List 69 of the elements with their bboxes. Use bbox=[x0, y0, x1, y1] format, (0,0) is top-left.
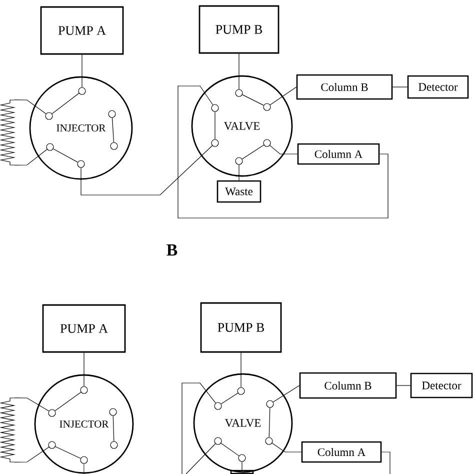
pump-box: PUMP A bbox=[42, 304, 126, 353]
port-circle bbox=[211, 139, 219, 147]
coil bbox=[0, 398, 16, 462]
connector-line bbox=[14, 446, 50, 462]
port-circle bbox=[108, 110, 116, 118]
connector-line bbox=[52, 93, 80, 114]
connector-line bbox=[238, 53, 240, 90]
port-circle bbox=[265, 437, 273, 445]
connector-line bbox=[272, 385, 300, 402]
port-circle bbox=[78, 87, 86, 95]
connector-line bbox=[268, 408, 270, 438]
port-circle bbox=[46, 143, 54, 151]
connector-line bbox=[53, 148, 78, 162]
port-circle bbox=[109, 408, 117, 416]
connector-line bbox=[54, 392, 82, 412]
connector-line bbox=[238, 164, 240, 181]
column-box: Column A bbox=[297, 143, 380, 165]
connector-line bbox=[270, 145, 298, 154]
connector-line bbox=[392, 86, 408, 88]
coil bbox=[0, 100, 16, 166]
connector-line bbox=[270, 86, 297, 106]
port-circle bbox=[45, 112, 53, 120]
connector-line bbox=[186, 443, 216, 474]
port-circle bbox=[110, 441, 118, 449]
connector-line bbox=[214, 112, 216, 140]
pump-box: PUMP A bbox=[40, 6, 124, 55]
pump-box: PUMP B bbox=[198, 5, 280, 54]
port-circle bbox=[48, 441, 56, 449]
port-circle bbox=[211, 104, 219, 112]
connector-line bbox=[396, 385, 411, 386]
connector-line bbox=[242, 94, 264, 106]
cut-off-box bbox=[230, 470, 254, 474]
port-circle bbox=[235, 89, 243, 97]
port-circle bbox=[77, 160, 85, 168]
port-circle bbox=[235, 157, 243, 165]
connector-line bbox=[14, 100, 46, 114]
connector-line bbox=[112, 118, 114, 143]
port-circle bbox=[237, 387, 245, 395]
port-circle bbox=[80, 456, 88, 464]
pump-box: PUMP B bbox=[200, 302, 282, 353]
port-circle bbox=[214, 402, 222, 410]
port-circle bbox=[263, 139, 271, 147]
connector-line bbox=[220, 442, 240, 456]
column-box: Column B bbox=[296, 74, 393, 100]
connector-line bbox=[14, 398, 50, 412]
connector-line bbox=[178, 86, 388, 218]
connector-line bbox=[14, 149, 48, 166]
port-circle bbox=[48, 409, 56, 417]
waste-box: Waste bbox=[216, 180, 262, 203]
port-circle bbox=[80, 386, 88, 394]
connector-line bbox=[80, 145, 213, 196]
port-circle bbox=[214, 437, 222, 445]
connector-line bbox=[220, 392, 238, 404]
connector-line bbox=[240, 352, 242, 388]
detector-box: Detector bbox=[407, 75, 469, 99]
connector-line bbox=[182, 382, 216, 474]
port-circle bbox=[238, 454, 246, 462]
port-circle bbox=[263, 103, 271, 111]
connector-line bbox=[242, 144, 264, 160]
port-circle bbox=[266, 400, 274, 408]
connector-line bbox=[381, 452, 390, 474]
column-box: Column B bbox=[299, 372, 397, 399]
panel-label: B bbox=[166, 244, 178, 256]
column-box: Column A bbox=[301, 441, 382, 463]
connector-line bbox=[55, 446, 81, 459]
detector-box: Detector bbox=[410, 372, 473, 398]
connector-line bbox=[272, 442, 302, 452]
port-circle bbox=[110, 142, 118, 150]
connector-line bbox=[112, 416, 114, 442]
